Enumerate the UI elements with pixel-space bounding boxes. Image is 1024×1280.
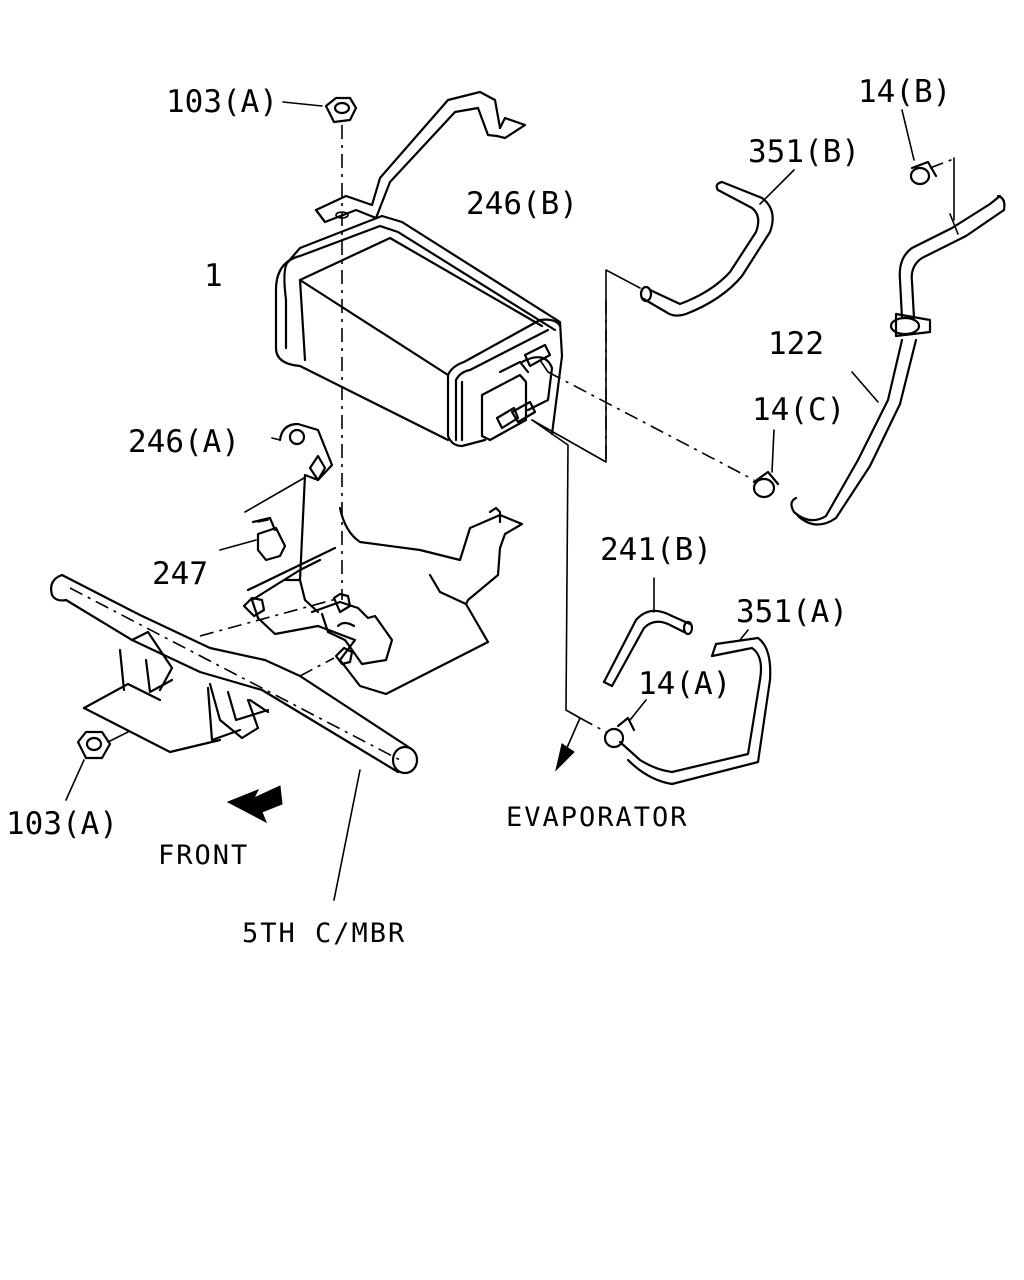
label-247: 247 bbox=[152, 556, 208, 592]
stud-icon bbox=[242, 592, 354, 666]
label-246a: 246(A) bbox=[128, 424, 240, 460]
hose-351a bbox=[618, 636, 772, 786]
label-14b: 14(B) bbox=[858, 74, 951, 110]
hose-241b bbox=[602, 609, 694, 688]
label-351b: 351(B) bbox=[748, 134, 860, 170]
crossmember-5th bbox=[50, 573, 419, 775]
canister bbox=[274, 214, 564, 448]
hose-351b bbox=[639, 180, 774, 317]
mounting-bracket bbox=[246, 506, 524, 696]
clip-14b-icon bbox=[909, 160, 938, 186]
label-122: 122 bbox=[768, 326, 824, 362]
arrow-evaporator-icon bbox=[555, 717, 581, 772]
pipe-122 bbox=[790, 194, 1006, 526]
nut-icon bbox=[324, 96, 358, 124]
caption-5th-crossmember: 5TH C/MBR bbox=[242, 918, 406, 949]
label-14c: 14(C) bbox=[752, 392, 845, 428]
clip-14c-icon bbox=[752, 470, 780, 499]
bracket-246b bbox=[314, 90, 527, 224]
label-246b: 246(B) bbox=[466, 186, 578, 222]
nut-icon bbox=[76, 730, 112, 760]
arrow-front-icon bbox=[226, 785, 283, 824]
label-1: 1 bbox=[204, 258, 223, 294]
label-14a: 14(A) bbox=[638, 666, 731, 702]
label-241b: 241(B) bbox=[600, 532, 712, 568]
clip-14a-icon bbox=[603, 716, 636, 749]
caption-evaporator: EVAPORATOR bbox=[506, 802, 689, 833]
bolt-icon bbox=[251, 516, 287, 562]
label-103a-bottom: 103(A) bbox=[6, 806, 118, 842]
caption-front: FRONT bbox=[158, 840, 249, 871]
label-351a: 351(A) bbox=[736, 594, 848, 630]
bracket-246a bbox=[278, 422, 334, 582]
label-103a-top: 103(A) bbox=[166, 84, 278, 120]
